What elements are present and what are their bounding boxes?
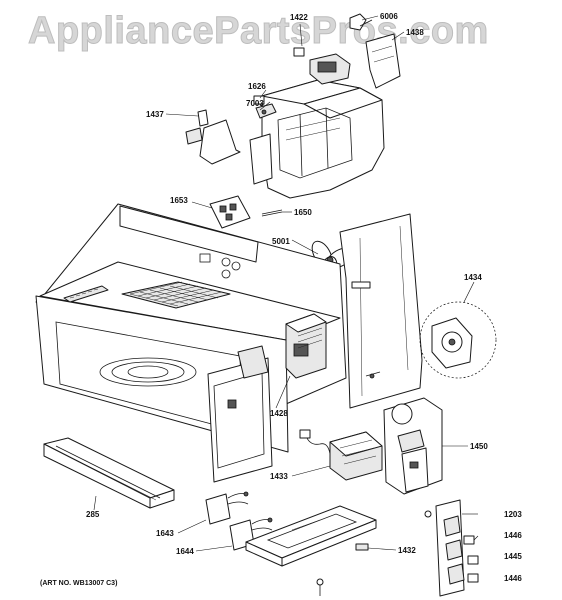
part-label-1445[interactable]: 1445 [504,552,522,561]
part-label-1203[interactable]: 1203 [504,510,522,519]
part-label-1422[interactable]: 1422 [290,13,308,22]
part-label-1626[interactable]: 1626 [248,82,266,91]
transformer [299,429,383,481]
switch-1643 [205,491,249,525]
oven-cavity [35,203,347,483]
part-label-5001[interactable]: 5001 [272,237,290,246]
part-label-285[interactable]: 285 [86,510,100,519]
thermal-cutout [253,95,277,119]
magnetron [285,313,327,379]
connector-6006 [349,13,373,31]
rod-1650 [261,209,283,217]
bracket-1438 [365,33,401,89]
part-label-1433[interactable]: 1433 [270,472,288,481]
detail-1434 [419,301,497,379]
art-number: (ART NO. WB13007 C3) [40,580,118,587]
part-label-1434[interactable]: 1434 [464,273,482,282]
damper-assembly [293,47,351,85]
part-label-1446-a[interactable]: 1446 [504,531,522,540]
part-label-1432[interactable]: 1432 [398,546,416,555]
mounting-bracket-1437 [185,109,241,165]
latch-assembly [424,499,479,597]
part-label-1650[interactable]: 1650 [294,208,312,217]
part-label-1446-b[interactable]: 1446 [504,574,522,583]
vent-duct-assembly [249,79,385,199]
part-label-1428[interactable]: 1428 [270,409,288,418]
part-label-1643[interactable]: 1643 [156,529,174,538]
part-label-7003[interactable]: 7003 [246,99,264,108]
screw [316,578,324,596]
grease-filter-tray [43,437,175,509]
part-label-1644[interactable]: 1644 [176,547,194,556]
part-label-1438[interactable]: 1438 [406,28,424,37]
side-wall-panel [339,213,423,409]
part-label-1437[interactable]: 1437 [146,110,164,119]
part-label-6006[interactable]: 6006 [380,12,398,21]
part-label-1653[interactable]: 1653 [170,196,188,205]
leader-lines [93,15,479,560]
control-board [209,195,251,229]
base-plate [245,505,377,567]
part-label-1450[interactable]: 1450 [470,442,488,451]
interlock-assembly [383,397,443,495]
